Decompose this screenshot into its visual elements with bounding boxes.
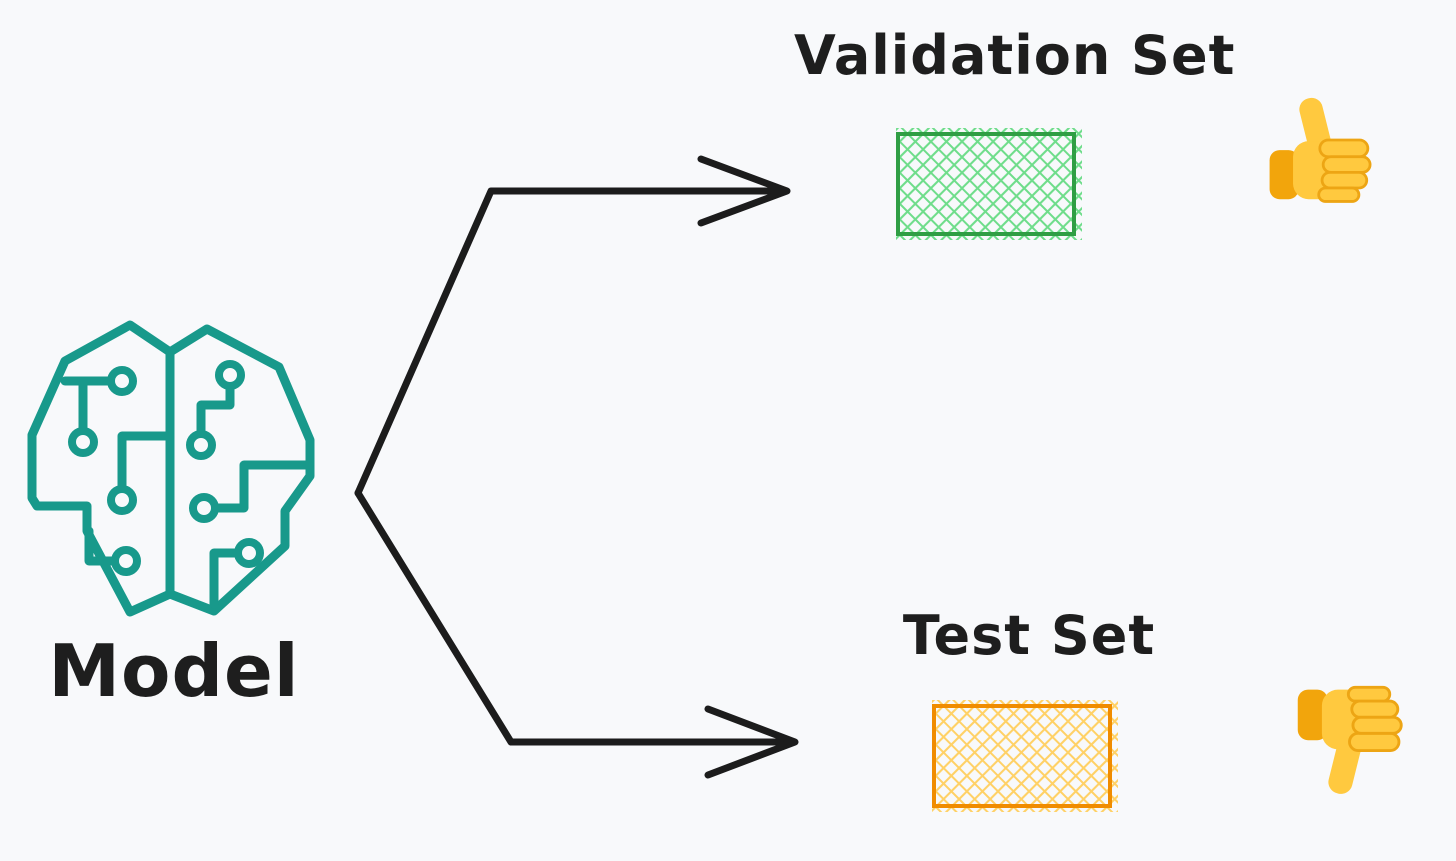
thumbs-up-emoji: [1264, 92, 1398, 226]
brain-circuit-strokes: [27, 320, 315, 617]
thumbs-up-shapes: [1269, 97, 1372, 203]
validation-box-border: [896, 132, 1076, 236]
thumbs-down-emoji: [1292, 662, 1430, 800]
validation-set-label: Validation Set: [794, 24, 1236, 87]
validation-box-hatch-fill: [896, 128, 1082, 240]
validation-set-box: [892, 126, 1088, 244]
brain-circuit-icon: [25, 318, 325, 620]
test-box-border: [932, 704, 1112, 808]
arrow-strokes: [354, 155, 799, 779]
thumbs-down-shapes: [1297, 685, 1403, 794]
model-label: Model: [48, 629, 300, 713]
test-set-box: [928, 698, 1124, 816]
arrow-to-test-set: [354, 489, 799, 779]
arrow-to-validation-set: [354, 155, 791, 497]
test-set-label: Test Set: [902, 604, 1156, 667]
test-box-hatch-fill: [932, 700, 1118, 812]
